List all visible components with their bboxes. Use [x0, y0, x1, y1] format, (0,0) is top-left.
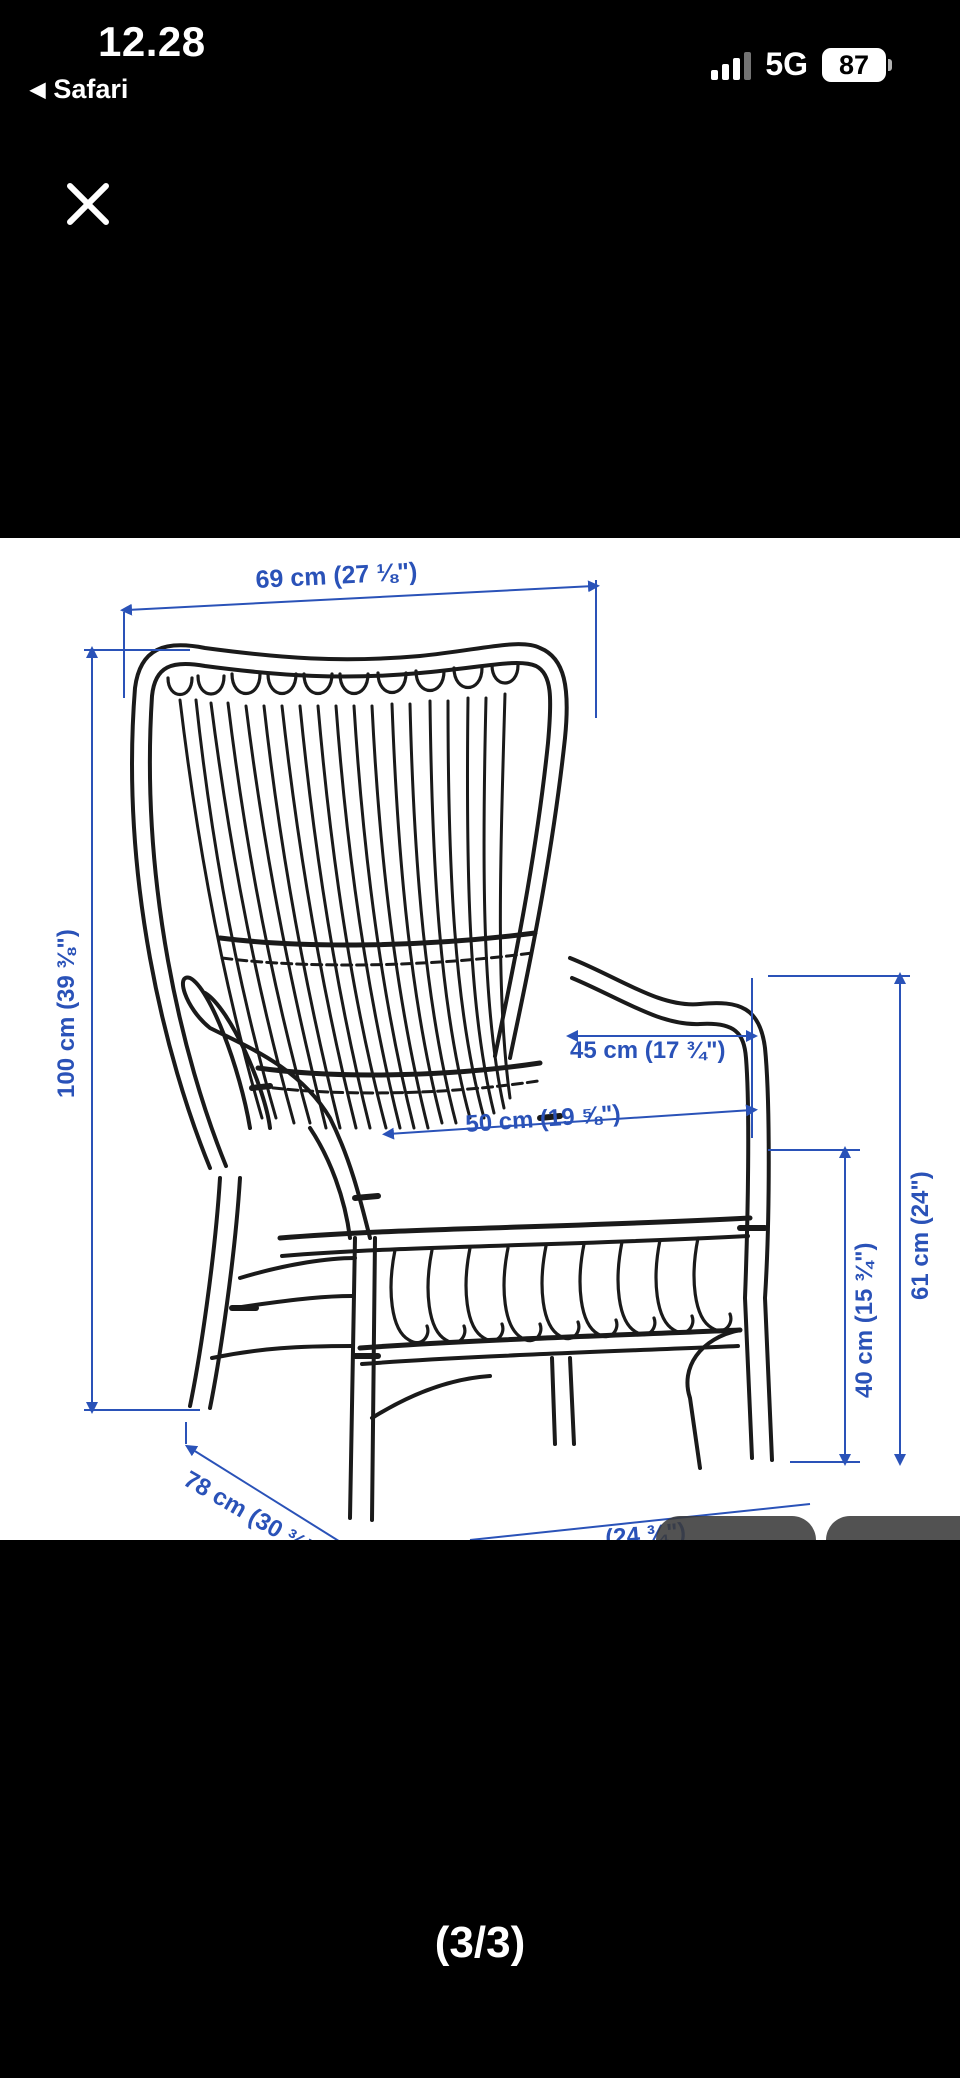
status-indicators: 5G 87	[711, 46, 892, 83]
dimension-lines	[84, 580, 910, 1540]
close-button[interactable]	[60, 176, 116, 232]
close-icon	[67, 183, 109, 225]
network-type: 5G	[765, 46, 808, 82]
chair-dimension-drawing: 69 cm (27 ⅛") 100 cm (39 ⅜") 45 cm (17 ¾…	[53, 558, 960, 1540]
dimension-width-label: 69 cm (27 ⅛")	[255, 558, 418, 594]
chair-illustration	[130, 642, 774, 1522]
dimension-seat-width-label: 50 cm (19 ⅝")	[465, 1100, 622, 1138]
dimension-seat-height-label: 40 cm (15 ¾")	[851, 1243, 878, 1398]
page-indicator: (3/3)	[434, 1918, 526, 1967]
overlay-pill-left[interactable]	[656, 1516, 816, 1540]
back-to-safari[interactable]: ◀ Safari	[30, 74, 128, 105]
back-triangle-icon: ◀	[30, 79, 46, 101]
dimension-seat-depth-label: 45 cm (17 ¾")	[570, 1037, 725, 1064]
image-viewer[interactable]: 69 cm (27 ⅛") 100 cm (39 ⅜") 45 cm (17 ¾…	[0, 538, 960, 1540]
dimension-height-label: 100 cm (39 ⅜")	[53, 929, 80, 1098]
back-app-label: Safari	[53, 74, 129, 104]
dimension-armrest-height-label: 61 cm (24")	[907, 1171, 934, 1300]
dimension-depth-label: 78 cm (30 ¾")	[179, 1466, 327, 1540]
overlay-pill-buttons	[656, 1516, 960, 1540]
status-bar: 12.28 ◀ Safari 5G 87	[0, 0, 960, 120]
battery-icon: 87	[822, 47, 892, 82]
cellular-signal-icon	[711, 50, 752, 80]
battery-level: 87	[822, 47, 886, 82]
status-time: 12.28	[98, 18, 206, 65]
overlay-pill-right[interactable]	[826, 1516, 960, 1540]
